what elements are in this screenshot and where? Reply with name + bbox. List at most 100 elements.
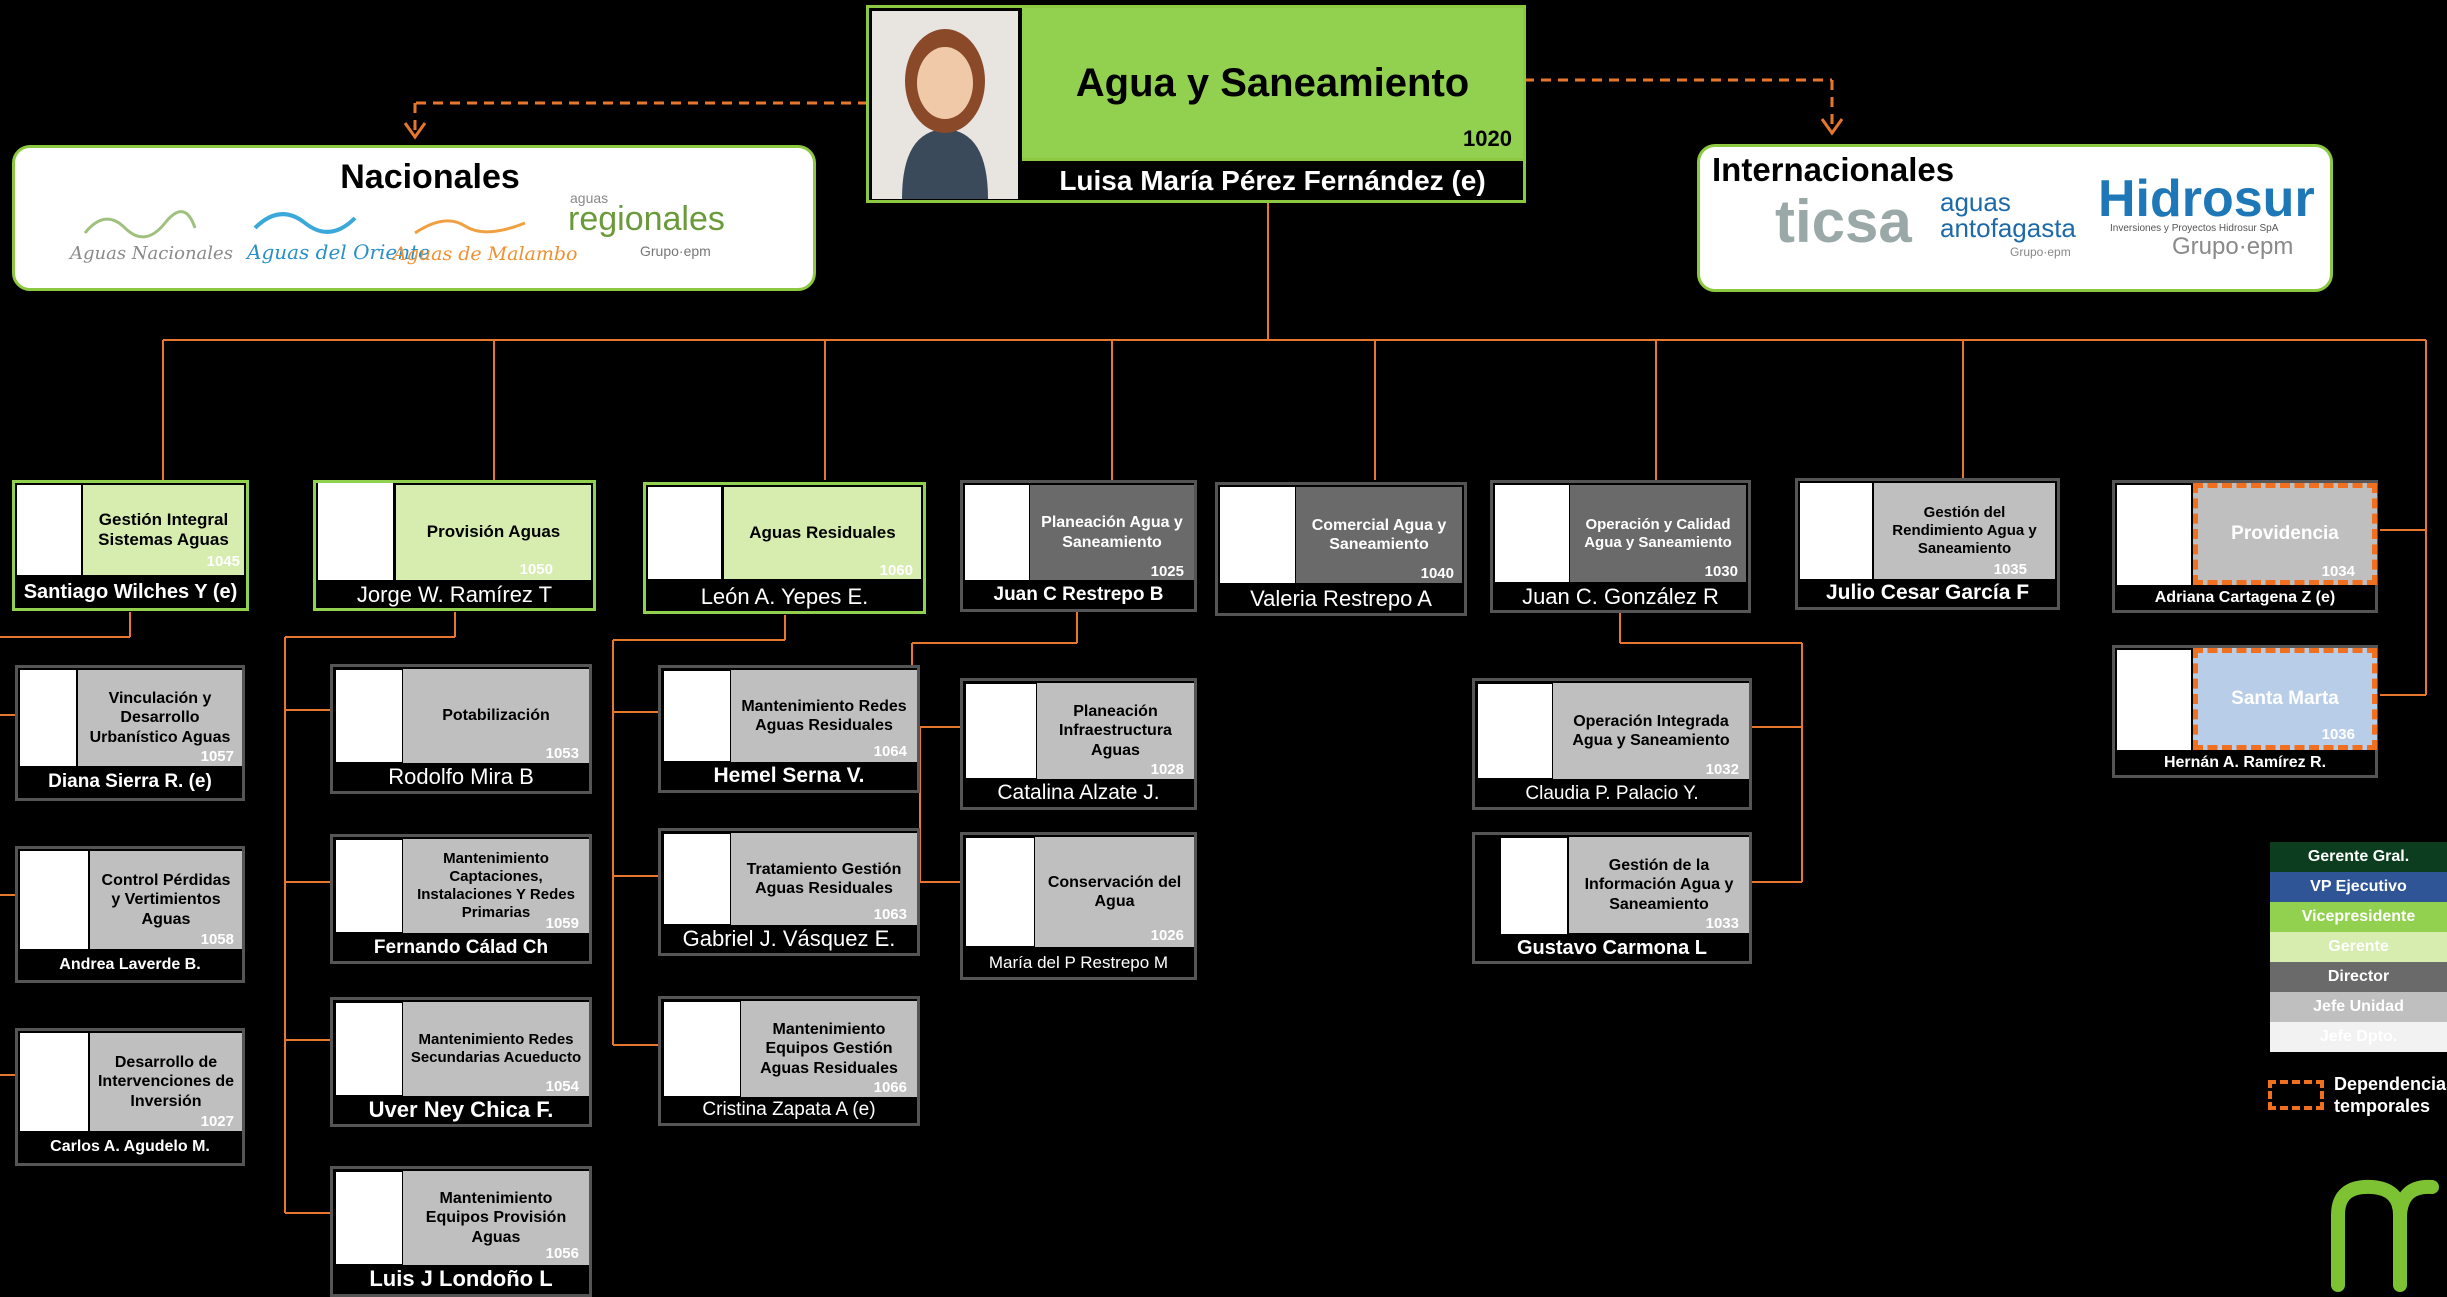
unit-code: 1026 bbox=[1150, 927, 1184, 944]
person-name: Carlos A. Agudelo M. bbox=[50, 1138, 210, 1155]
person-photo bbox=[336, 670, 402, 762]
person-photo bbox=[1478, 684, 1552, 778]
unit-card: Mantenimiento Redes Secundarias Acueduct… bbox=[330, 997, 592, 1127]
unit-label: Comercial Agua y Saneamiento bbox=[1296, 487, 1462, 583]
ticsa-logo: ticsa bbox=[1775, 188, 1912, 255]
legend-item: Jefe Dpto. bbox=[2270, 1022, 2447, 1052]
nacionales-logo-shapes bbox=[83, 210, 526, 239]
unit-card: Mantenimiento Captaciones, Instalaciones… bbox=[330, 834, 592, 964]
legend-item: Director bbox=[2270, 962, 2447, 992]
top-unit-card: Agua y Saneamiento 1020 Luisa María Pére… bbox=[866, 5, 1526, 203]
antofagasta-epm-logo: Grupo·epm bbox=[2010, 245, 2071, 259]
internacionales-title: Internacionales bbox=[1712, 151, 1955, 188]
unit-code: 1059 bbox=[545, 915, 579, 932]
unit-code: 1033 bbox=[1705, 915, 1739, 932]
person-name: Fernando Cálad Ch bbox=[373, 937, 549, 958]
unit-card: Operación Integrada Agua y Saneamiento 1… bbox=[1472, 678, 1752, 810]
person-photo bbox=[664, 1002, 740, 1096]
unit-card: Potabilización 1053 Rodolfo Mira B bbox=[330, 664, 592, 794]
person-photo bbox=[336, 1003, 402, 1095]
unit-label: Tratamiento Gestión Aguas Residuales bbox=[731, 833, 917, 925]
unit-label: Mantenimiento Redes Secundarias Acueduct… bbox=[403, 1002, 589, 1096]
unit-card: Gestión de la Información Agua y Saneami… bbox=[1472, 832, 1752, 964]
person-name: Jorge W. Ramírez T bbox=[356, 582, 553, 607]
unit-label: Mantenimiento Redes Aguas Residuales bbox=[731, 670, 917, 762]
person-name: Gabriel J. Vásquez E. bbox=[682, 926, 896, 951]
person-photo bbox=[17, 485, 81, 575]
top-person-name: Luisa María Pérez Fernández (e) bbox=[1022, 158, 1523, 200]
person-photo bbox=[20, 670, 76, 766]
legend-item: Gerente Gral. bbox=[2270, 842, 2447, 872]
top-person-photo bbox=[872, 11, 1018, 199]
unit-label: Operación y Calidad Agua y Saneamiento bbox=[1570, 485, 1746, 582]
person-photo bbox=[318, 483, 393, 580]
unit-card: Desarrollo de Intervenciones de Inversió… bbox=[15, 1028, 245, 1166]
unit-label: Potabilización bbox=[403, 669, 589, 763]
person-name: Rodolfo Mira B bbox=[388, 764, 534, 789]
person-name: Valeria Restrepo A bbox=[1250, 586, 1432, 611]
regionales-logo: regionales bbox=[568, 200, 725, 238]
temporary-legend-label: Dependencias temporales bbox=[2334, 1074, 2447, 1117]
person-name: Luis J Londoño L bbox=[369, 1266, 553, 1291]
person-photo bbox=[664, 671, 730, 761]
temporary-legend-line2: temporales bbox=[2334, 1095, 2431, 1116]
person-name: Diana Sierra R. (e) bbox=[48, 771, 212, 792]
legend-item: Vicepresidente bbox=[2270, 902, 2447, 932]
unit-code: 1058 bbox=[200, 931, 234, 948]
unit-card-temporary: Providencia 1034 Adriana Cartagena Z (e) bbox=[2112, 480, 2378, 613]
person-name: Hernán A. Ramírez R. bbox=[2163, 754, 2327, 771]
aguas-antofagasta-logo: aguas antofagasta bbox=[1940, 187, 2076, 243]
unit-label: Planeación Infraestructura Aguas bbox=[1037, 683, 1194, 779]
unit-card: Gestión del Rendimiento Agua y Saneamien… bbox=[1795, 478, 2060, 610]
unit-code: 1030 bbox=[1704, 563, 1738, 580]
person-name: Santiago Wilches Y (e) bbox=[23, 580, 238, 603]
person-photo bbox=[664, 834, 730, 924]
person-name: Adriana Cartagena Z (e) bbox=[2154, 589, 2336, 606]
person-photo bbox=[648, 487, 721, 579]
unit-label: Desarrollo de Intervenciones de Inversió… bbox=[90, 1033, 242, 1131]
unit-card: Planeación Agua y Saneamiento 1025 Juan … bbox=[960, 480, 1197, 612]
aguas-regionales-small: aguas bbox=[570, 190, 609, 206]
unit-card-temporary: Santa Marta 1036 Hernán A. Ramírez R. bbox=[2112, 645, 2378, 778]
unit-label: Providencia bbox=[2193, 483, 2377, 585]
unit-label: Gestión Integral Sistemas Aguas bbox=[83, 485, 244, 575]
unit-card: Tratamiento Gestión Aguas Residuales 106… bbox=[658, 828, 920, 956]
unit-code: 1032 bbox=[1705, 761, 1739, 778]
nacionales-title: Nacionales bbox=[340, 158, 520, 196]
person-photo bbox=[336, 840, 402, 932]
unit-card: Operación y Calidad Agua y Saneamiento 1… bbox=[1490, 480, 1751, 613]
unit-code: 1063 bbox=[873, 906, 907, 923]
person-name: Julio Cesar García F bbox=[1825, 581, 2030, 604]
temporary-legend-swatch bbox=[2268, 1080, 2324, 1110]
unit-label: Mantenimiento Captaciones, Instalaciones… bbox=[403, 839, 589, 933]
legend: Gerente Gral. VP Ejecutivo Vicepresident… bbox=[2270, 842, 2447, 1052]
unit-code: 1045 bbox=[206, 553, 240, 570]
internacionales-group: Internacionales ticsa aguas antofagasta … bbox=[1697, 144, 2333, 292]
person-photo bbox=[336, 1172, 402, 1264]
person-photo bbox=[1800, 483, 1872, 579]
unit-code: 1053 bbox=[545, 745, 579, 762]
unit-label: Mantenimiento Equipos Gestión Aguas Resi… bbox=[741, 1001, 917, 1097]
hidrosur-tagline: Inversiones y Proyectos Hidrosur SpA bbox=[2110, 223, 2279, 234]
legend-item: Gerente bbox=[2270, 932, 2447, 962]
aguas-oriente-logo: Aguas del Oriente bbox=[247, 240, 431, 264]
unit-code: 1035 bbox=[1993, 561, 2027, 578]
unit-card: Gestión Integral Sistemas Aguas 1045 San… bbox=[12, 480, 249, 611]
unit-label: Gestión del Rendimiento Agua y Saneamien… bbox=[1874, 483, 2055, 579]
person-photo bbox=[2117, 485, 2191, 585]
person-name: María del P Restrepo M bbox=[988, 953, 1169, 972]
legend-item: VP Ejecutivo bbox=[2270, 872, 2447, 902]
unit-code: 1027 bbox=[200, 1113, 234, 1130]
person-photo bbox=[20, 1033, 88, 1131]
legend-item: Jefe Unidad bbox=[2270, 992, 2447, 1022]
top-unit-code: 1020 bbox=[1463, 126, 1512, 151]
epm-corner-logo bbox=[2331, 1179, 2439, 1292]
unit-card: Provisión Aguas 1050 Jorge W. Ramírez T bbox=[313, 480, 596, 611]
unit-code: 1040 bbox=[1420, 565, 1454, 582]
unit-label: Planeación Agua y Saneamiento bbox=[1030, 485, 1194, 580]
unit-label: Santa Marta bbox=[2193, 648, 2377, 750]
unit-label: Conservación del Agua bbox=[1035, 837, 1194, 947]
unit-card: Mantenimiento Redes Aguas Residuales 106… bbox=[658, 665, 920, 793]
unit-label: Mantenimiento Equipos Provisión Aguas bbox=[403, 1171, 589, 1265]
